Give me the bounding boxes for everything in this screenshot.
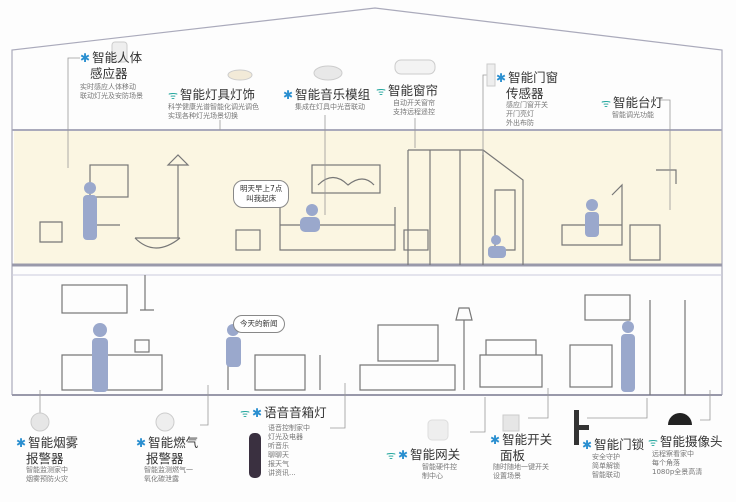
wifi-icon: ᯤ	[386, 449, 397, 462]
camera-device	[668, 413, 692, 425]
ceiling-light-device	[227, 69, 253, 81]
gas-detector-device	[155, 412, 175, 432]
upper-floor-glow	[14, 130, 722, 265]
house-outline	[11, 7, 723, 395]
wifi-icon: ᯤ	[376, 85, 387, 98]
bluetooth-icon: ✱	[582, 438, 593, 452]
music-module-device	[313, 65, 343, 81]
device-smoke-alarm: ✱智能烟雾 报警器 智能监测家中烟雾预防火灾	[16, 435, 79, 483]
gateway-device	[427, 419, 449, 441]
motion-sensor-device	[111, 41, 128, 63]
alarm-speech-bubble: 明天早上7点叫我起床	[233, 180, 290, 208]
wifi-icon: ᯤ	[601, 97, 612, 110]
wifi-icon: ᯤ	[648, 436, 659, 449]
people	[83, 182, 635, 392]
switch-panel-device	[502, 414, 520, 432]
bluetooth-icon: ✱	[490, 433, 501, 447]
door-sensor-device	[486, 63, 496, 87]
upper-furniture	[39, 149, 677, 265]
device-smart-gateway: ᯤ✱智能网关 智能硬件控制中心	[386, 447, 461, 480]
device-motion-sensor: ✱智能人体 感应器 实时感应人体移动联动灯光及安防场景	[80, 50, 143, 100]
device-switch-panel: ✱智能开关 面板 随时随地一键开关设置场景	[490, 432, 553, 480]
bluetooth-icon: ✱	[136, 436, 147, 450]
bluetooth-icon: ✱	[398, 448, 409, 462]
device-music-module: ✱智能音乐模组 集成在灯具中光音联动	[283, 87, 371, 111]
device-gas-alarm: ✱智能燃气 报警器 智能监测燃气一氧化碳泄露	[136, 435, 199, 483]
device-door-window-sensor: ✱智能门窗 传感器 感应门窗开关开门亮灯外出布防	[496, 70, 559, 127]
device-smart-lock: ✱智能门锁 安全守护简单解锁智能联动	[582, 437, 645, 479]
speaker-lamp-device	[249, 433, 261, 478]
wifi-icon: ᯤ	[168, 89, 179, 102]
door-lock-device	[574, 410, 589, 445]
device-voice-speaker-lamp: ᯤ✱语音音箱灯 语音控制家中灯光及电器听音乐聊聊天报天气讲资讯...	[240, 405, 327, 477]
bluetooth-icon: ✱	[283, 88, 294, 102]
lower-furniture	[61, 275, 686, 395]
wifi-icon: ᯤ	[240, 407, 251, 420]
smoke-detector-device	[30, 412, 50, 432]
bluetooth-icon: ✱	[16, 436, 27, 450]
bluetooth-icon: ✱	[80, 51, 91, 65]
curtain-motor-device	[394, 59, 436, 75]
news-speech-bubble: 今天的新闻	[233, 315, 285, 333]
bluetooth-icon: ✱	[252, 406, 263, 420]
bluetooth-icon: ✱	[496, 71, 507, 85]
